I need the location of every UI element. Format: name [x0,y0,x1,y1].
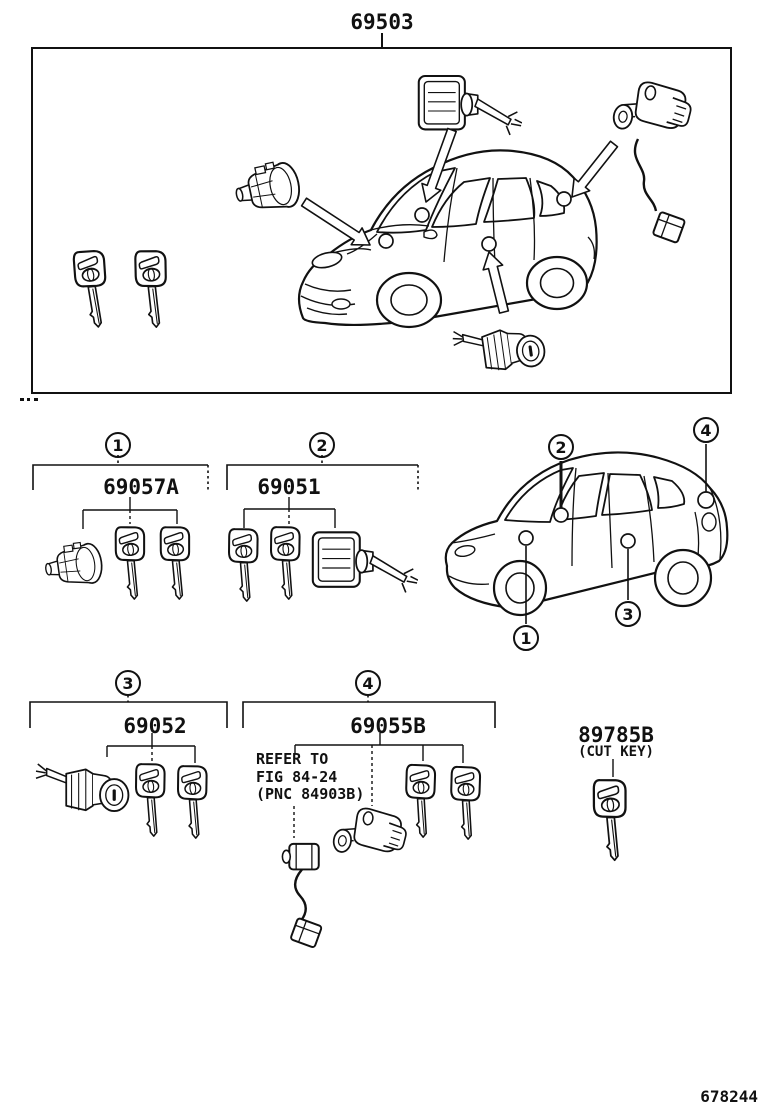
marker-back-door [414,207,430,223]
master-key-illustration [448,764,486,842]
cut-key-illustration [590,759,634,863]
location-callout-2: 2 [548,434,574,460]
section-2-callout: 2 [309,432,335,458]
section-3-bracket [29,695,228,763]
section-3-illustration [29,695,228,841]
note-line-2: FIG 84-24 [256,767,338,786]
section-2-callout-number: 2 [316,435,328,455]
master-key-illustration [69,246,117,331]
section-1-part-number: 69057A [103,475,179,499]
assembly-leader-line [381,33,383,47]
master-key-illustration [131,247,175,330]
location-callout-3: 3 [615,601,641,627]
master-key-illustration [267,524,306,602]
location-callout-3-number: 3 [622,604,634,624]
front-door-lock-illustration [450,318,548,378]
location-callout-lines [525,444,707,624]
cut-key-caption: (CUT KEY) [578,744,654,760]
marker-ignition [378,233,394,249]
luggage-lock-illustration [331,803,410,862]
arrow-ignition [300,197,371,246]
master-key-illustration [225,526,264,604]
key-transmitter-connector-illustration [281,842,324,949]
glove-box-lock-illustration [611,77,695,244]
section-3-part-number: 69052 [123,714,187,738]
marker-ignition [518,530,534,546]
section-1-callout-number: 1 [112,435,124,455]
location-markers [378,191,572,252]
section-4-callout-number: 4 [362,673,374,693]
front-door-lock-illustration [35,763,130,813]
drawing-code: 678244 [700,1087,758,1106]
location-callout-4: 4 [693,417,719,443]
marker-glove-box [556,191,572,207]
master-key-illustration [112,523,152,602]
cut-key-part-number: 89785B [578,723,654,747]
location-callout-1: 1 [513,625,539,651]
master-key-illustration [174,763,213,841]
assembly-part-number: 69503 [350,10,414,34]
assembly-illustration [69,74,695,378]
master-key-illustration [157,523,197,602]
section-2-illustration [225,455,419,604]
section-4-illustration [242,695,496,949]
back-door-lock-illustration [417,74,522,136]
arrow-front-door [482,251,510,314]
arrow-back-door [421,127,457,203]
master-key-illustration [403,762,441,840]
master-key-illustration [132,761,171,839]
assembly-box [31,47,732,394]
ignition-lock-cylinder-illustration [41,539,105,591]
page-edge-dots [20,398,38,401]
section-1-bracket [32,455,209,529]
callout-arrows [300,127,619,314]
section-4-bracket [242,695,496,838]
section-2-part-number: 69051 [257,475,321,499]
car-illustration [297,149,598,329]
section-2-bracket [226,455,419,528]
location-markers [518,491,715,549]
location-callout-2-number: 2 [555,437,567,457]
location-callout-4-number: 4 [700,420,712,440]
ignition-lock-cylinder-illustration [230,157,304,219]
back-door-lock-illustration [311,531,418,594]
marker-front-door [481,236,497,252]
section-3-callout-number: 3 [122,673,134,693]
section-1-illustration [32,455,209,602]
marker-glove-box [697,491,715,509]
marker-back-door [553,507,569,523]
section-4-part-number: 69055B [350,714,426,738]
marker-front-door [620,533,636,549]
arrow-glove-box [571,140,619,198]
location-diagram [444,444,729,624]
note-line-1: REFER TO [256,750,329,768]
car-illustration [444,451,729,617]
section-4-reference-note: REFER TO FIG 84-24 (PNC 84903B) [256,750,365,804]
note-line-3: (PNC 84903B) [256,785,365,803]
location-callout-1-number: 1 [520,628,532,648]
cut-key-drawing [590,776,634,863]
